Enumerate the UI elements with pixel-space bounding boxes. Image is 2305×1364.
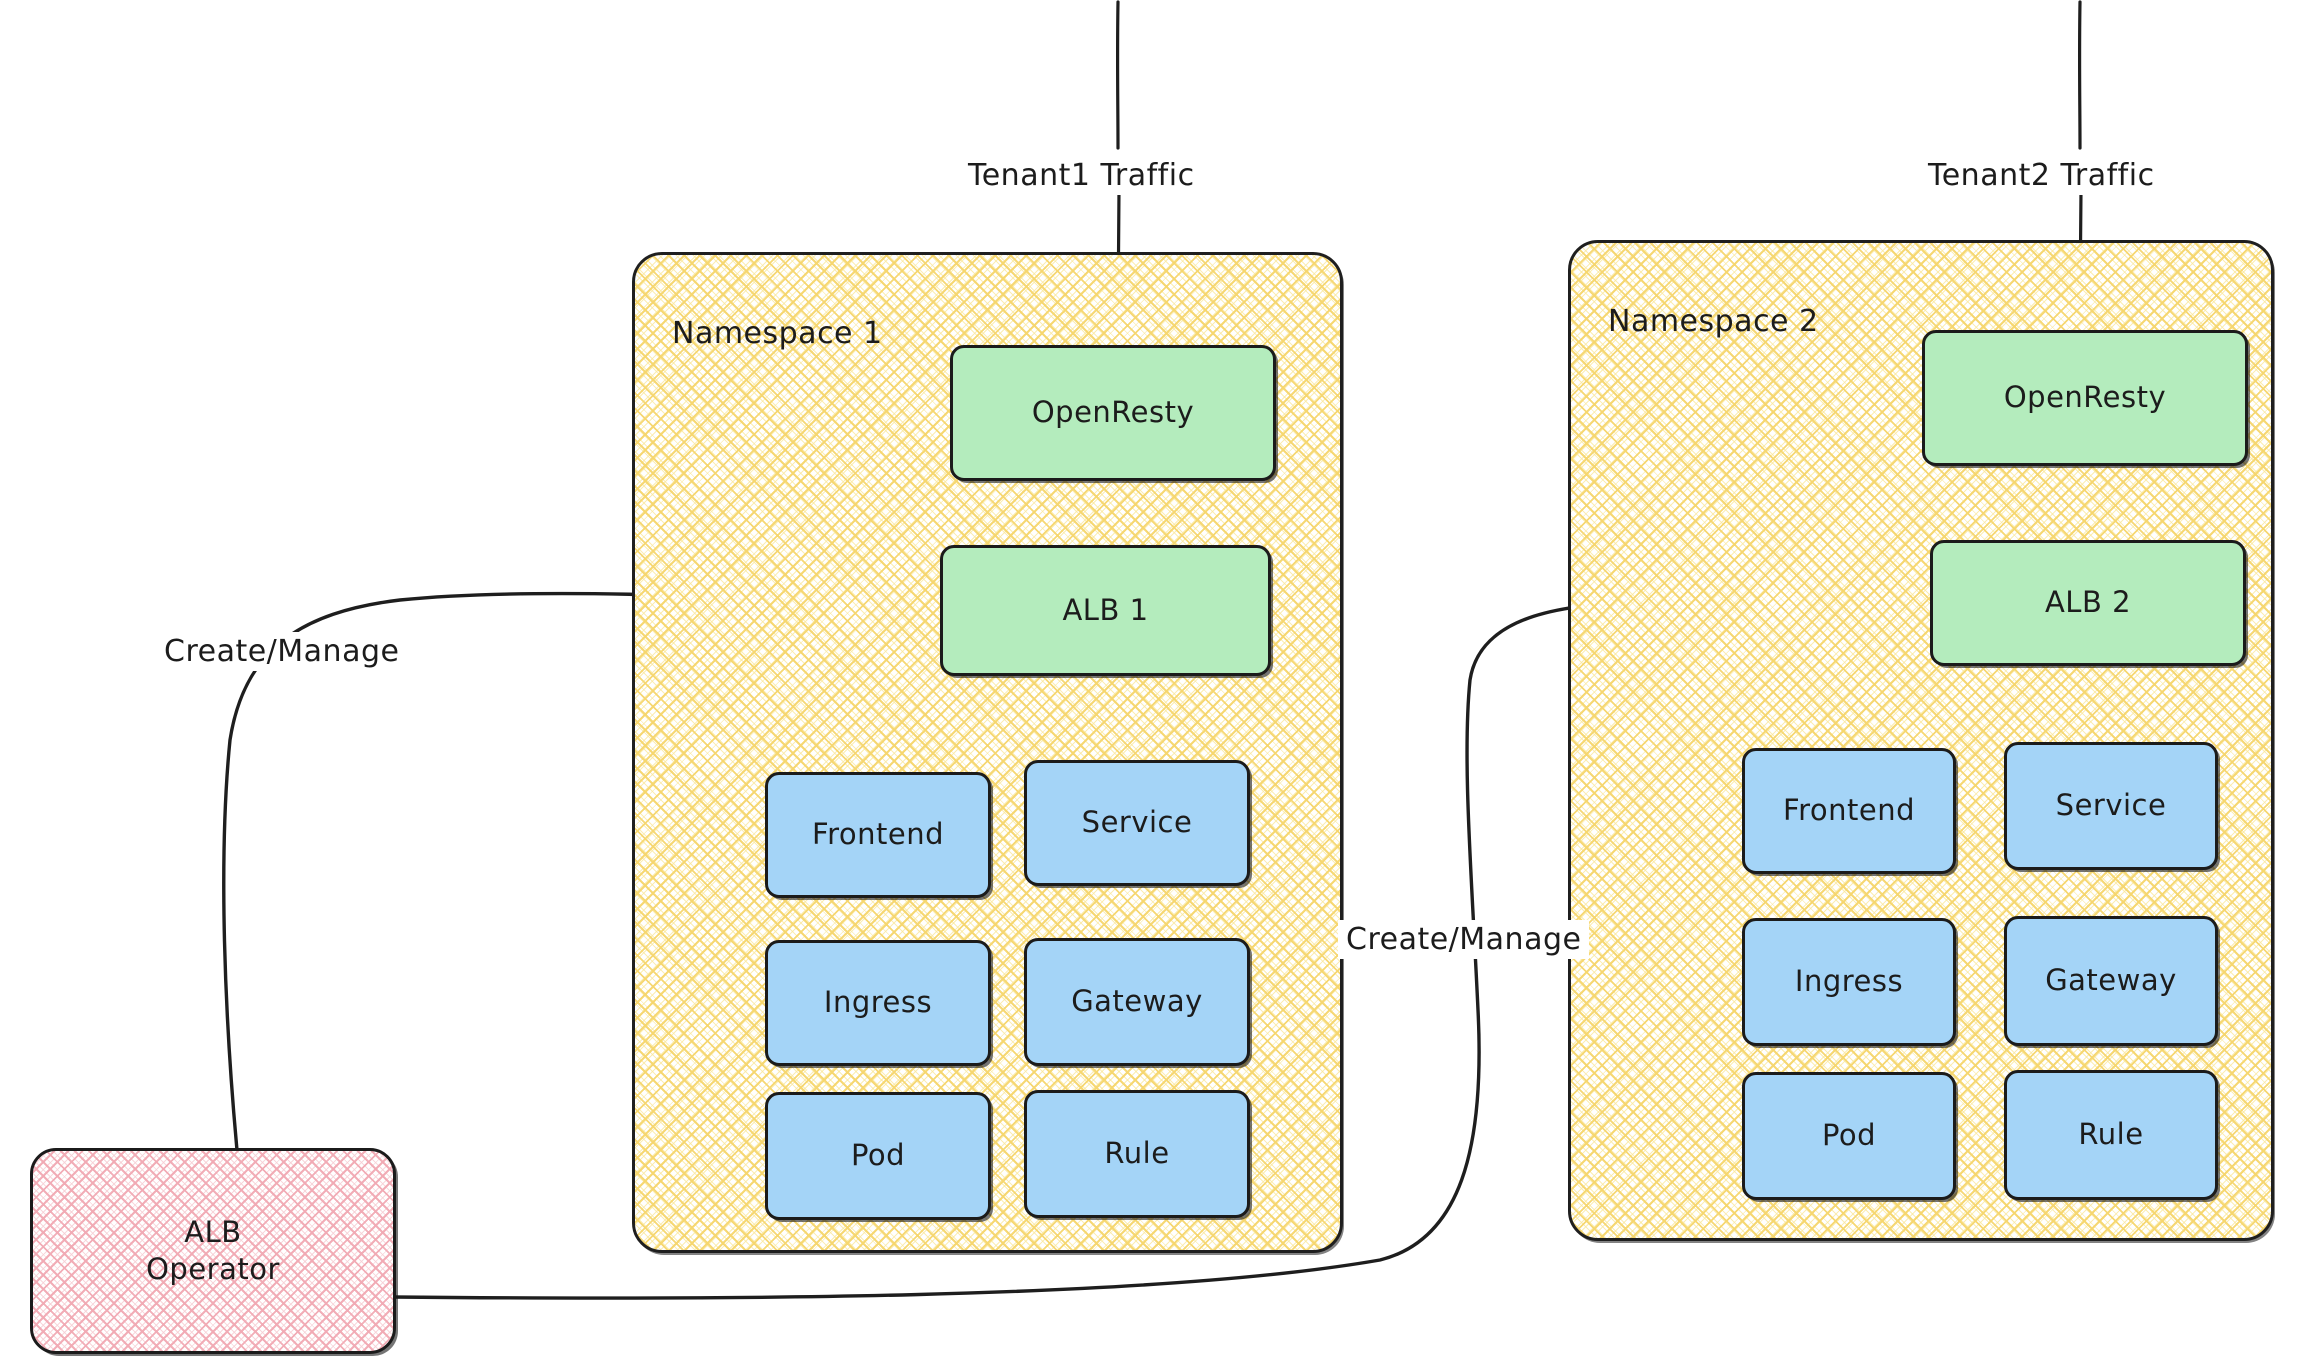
namespace-2-resource-frontend-label: Frontend xyxy=(1783,793,1915,828)
namespace-2-title: Namespace 2 xyxy=(1608,304,1819,339)
namespace-2-resource-service[interactable]: Service xyxy=(2004,742,2218,870)
namespace-1-alb-node[interactable]: ALB 1 xyxy=(940,545,1271,676)
namespace-1-alb-label: ALB 1 xyxy=(1062,592,1149,627)
namespace-2-openresty-label: OpenResty xyxy=(2003,380,2167,415)
create-manage-label-1: Create/Manage xyxy=(156,632,408,671)
namespace-2-resource-ingress[interactable]: Ingress xyxy=(1742,918,1956,1046)
alb-operator-label: ALB Operator xyxy=(146,1214,280,1286)
namespace-2-resource-gateway-label: Gateway xyxy=(2045,963,2177,998)
namespace-1-resource-service[interactable]: Service xyxy=(1024,760,1250,886)
namespace-1-resource-frontend[interactable]: Frontend xyxy=(765,772,991,898)
namespace-1-resource-pod[interactable]: Pod xyxy=(765,1092,991,1220)
namespace-1-resource-gateway-label: Gateway xyxy=(1071,984,1203,1019)
alb-operator-node[interactable]: ALB Operator xyxy=(30,1148,396,1354)
namespace-1-resource-ingress-label: Ingress xyxy=(823,985,933,1020)
namespace-2-alb-node[interactable]: ALB 2 xyxy=(1930,540,2246,666)
namespace-1-title: Namespace 1 xyxy=(672,316,883,351)
create-manage-label-2: Create/Manage xyxy=(1338,920,1590,959)
namespace-1-resource-gateway[interactable]: Gateway xyxy=(1024,938,1250,1066)
namespace-2-alb-label: ALB 2 xyxy=(2044,585,2132,620)
namespace-1-resource-rule[interactable]: Rule xyxy=(1024,1090,1250,1218)
tenant1-traffic-label: Tenant1 Traffic xyxy=(960,156,1203,195)
namespace-2-resource-ingress-label: Ingress xyxy=(1794,964,1904,999)
namespace-2-resource-rule-label: Rule xyxy=(2078,1117,2144,1152)
namespace-1-openresty-node[interactable]: OpenResty xyxy=(950,345,1276,481)
namespace-1-resource-ingress[interactable]: Ingress xyxy=(765,940,991,1066)
namespace-2-resource-pod-label: Pod xyxy=(1821,1118,1877,1153)
namespace-1-resource-pod-label: Pod xyxy=(850,1138,906,1173)
namespace-2-resource-service-label: Service xyxy=(2055,788,2167,823)
tenant2-traffic-label: Tenant2 Traffic xyxy=(1920,156,2163,195)
namespace-1-resource-service-label: Service xyxy=(1081,805,1193,840)
namespace-1-openresty-label: OpenResty xyxy=(1031,395,1195,430)
namespace-2-resource-rule[interactable]: Rule xyxy=(2004,1070,2218,1200)
namespace-2-openresty-node[interactable]: OpenResty xyxy=(1922,330,2248,466)
namespace-2-resource-frontend[interactable]: Frontend xyxy=(1742,748,1956,874)
namespace-2-resource-gateway[interactable]: Gateway xyxy=(2004,916,2218,1046)
namespace-1-resource-rule-label: Rule xyxy=(1104,1136,1170,1171)
namespace-2-resource-pod[interactable]: Pod xyxy=(1742,1072,1956,1200)
namespace-1-resource-frontend-label: Frontend xyxy=(812,817,944,852)
